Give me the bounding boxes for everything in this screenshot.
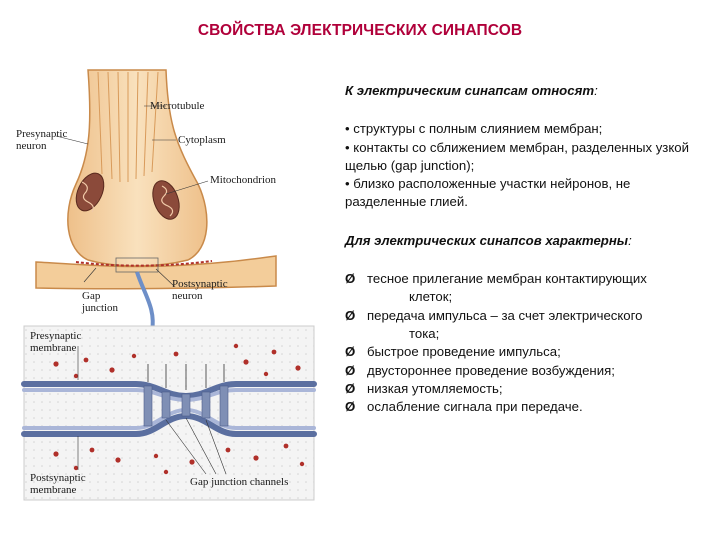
microtubule-lines — [97, 71, 159, 183]
label-presynaptic-neuron-2: neuron — [16, 140, 47, 152]
label-postsynaptic-membrane-1: Postsynaptic — [30, 472, 86, 484]
section1-heading: К электрическим синапсам относят: — [345, 83, 598, 98]
leader-lines — [55, 105, 209, 287]
synapse-illustration — [21, 69, 317, 501]
label-postsynaptic-neuron-2: neuron — [172, 290, 203, 302]
properties-text: К электрическим синапсам относят: • стру… — [345, 82, 710, 416]
ion-dots — [53, 343, 305, 475]
label-cytoplasm: Cytoplasm — [178, 134, 226, 146]
label-postsynaptic-neuron-1: Postsynaptic — [172, 278, 228, 290]
gap-junction-channel-blocks — [143, 385, 229, 427]
mitochondrion-right — [152, 180, 180, 220]
arrow-bullet-icon: Ø — [345, 362, 356, 378]
section1-item: • контакты со сближением мембран, раздел… — [345, 139, 689, 173]
label-microtubule: Microtubule — [150, 100, 205, 112]
section1-item: • структуры с полным слиянием мембран; — [345, 121, 603, 137]
label-gap-junction-channels: Gap junction channels — [190, 476, 289, 488]
arrow-bullet-icon: Ø — [345, 307, 356, 323]
label-gap-junction-2: junction — [82, 302, 119, 314]
arrow-bullet-icon: Ø — [345, 380, 356, 396]
gap-junction-line — [75, 260, 213, 267]
slide-title: СВОЙСТВА ЭЛЕКТРИЧЕСКИХ СИНАПСОВ — [197, 22, 523, 39]
channel-flow-arrows — [147, 364, 225, 390]
label-mitochondrion: Mitochondrion — [210, 174, 276, 186]
arrow-bullet-icon: Ø — [345, 344, 356, 360]
arrow-bullet-icon: Ø — [345, 399, 356, 415]
lower-leader-lines — [77, 346, 227, 475]
postsynaptic-neuron-shape — [35, 255, 277, 290]
label-presynaptic-membrane-1: Presynaptic — [30, 330, 82, 342]
electrical-synapse-figure: Microtubule Presynaptic neuron Cytoplasm… — [16, 64, 320, 504]
section1-item: • близко расположенные участки нейронов,… — [345, 176, 631, 210]
mitochondrion-left — [75, 172, 105, 213]
label-gap-junction-1: Gap — [82, 290, 101, 302]
arrow-bullet-icon: Ø — [345, 271, 356, 287]
label-postsynaptic-membrane-2: membrane — [30, 484, 77, 496]
section2-heading: Для электрических синапсов характерны: — [345, 232, 632, 248]
label-presynaptic-neuron-1: Presynaptic — [16, 128, 68, 140]
label-presynaptic-membrane-2: membrane — [30, 342, 77, 354]
